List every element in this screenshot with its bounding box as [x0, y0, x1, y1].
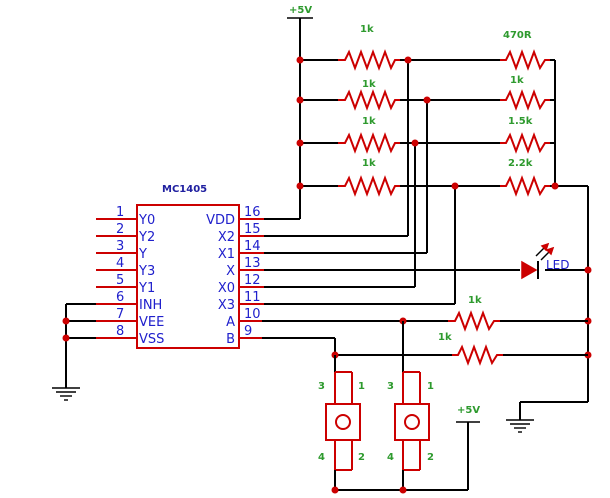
- pin-8-name: VSS: [139, 332, 164, 347]
- pin-14-number: 14: [244, 239, 261, 254]
- right-ground-icon: [506, 419, 534, 433]
- pin-9-name: B: [226, 332, 235, 347]
- right-switch-pin2: 2: [427, 452, 434, 463]
- pin-15-name: X2: [218, 230, 235, 245]
- right-switch-pin3: 3: [387, 381, 394, 392]
- resistor-r2-label: 1k: [510, 75, 524, 86]
- pin-2-number: 2: [116, 222, 124, 237]
- pin-8-number: 8: [116, 324, 124, 339]
- pulldown-resistor-b: [452, 344, 503, 366]
- pulldown-resistor-a: [448, 310, 500, 332]
- resistor-r2: [500, 89, 550, 111]
- pin-5-number: 5: [116, 273, 124, 288]
- pin-13-name: X: [226, 264, 235, 279]
- pin-13-number: 13: [244, 256, 261, 271]
- pin-11-number: 11: [244, 290, 261, 305]
- resistor-l2: [338, 89, 400, 111]
- switch-power-label: +5V: [457, 405, 480, 416]
- left-ground-icon: [52, 387, 80, 401]
- pin-16-number: 16: [244, 205, 261, 220]
- resistor-l4: [338, 175, 400, 197]
- pin-12-name: X0: [218, 281, 235, 296]
- top-power-label: +5V: [289, 5, 312, 16]
- pulldown-b-label: 1k: [438, 332, 452, 343]
- pin-3-name: Y: [138, 247, 147, 262]
- pin-16-name: VDD: [206, 213, 235, 228]
- pin-5-name: Y1: [138, 281, 155, 296]
- pin-9-number: 9: [244, 324, 252, 339]
- pin-15-number: 15: [244, 222, 261, 237]
- pin-14-name: X1: [218, 247, 235, 262]
- resistor-l2-label: 1k: [362, 79, 376, 90]
- resistor-r3: [500, 132, 550, 154]
- chip-name: MC1405: [162, 184, 207, 195]
- left-switch-pin1: 1: [358, 381, 365, 392]
- pin-7-name: VEE: [139, 315, 164, 330]
- resistor-l1: [338, 49, 400, 71]
- pin-3-number: 3: [116, 239, 124, 254]
- pin-2-name: Y2: [138, 230, 155, 245]
- pushbutton-switch-right: [394, 371, 430, 490]
- pin-12-number: 12: [244, 273, 261, 288]
- resistor-r4: [500, 175, 550, 197]
- left-switch-pin2: 2: [358, 452, 365, 463]
- resistor-r3-label: 1.5k: [508, 116, 533, 127]
- resistor-r1: [500, 49, 550, 71]
- pin-10-name: A: [226, 315, 235, 330]
- right-switch-pin1: 1: [427, 381, 434, 392]
- chip-right-pins: [239, 218, 264, 339]
- resistor-r4-label: 2.2k: [508, 158, 533, 169]
- pin-7-number: 7: [116, 307, 124, 322]
- resistor-l4-label: 1k: [362, 158, 376, 169]
- chip-left-pins: [96, 218, 137, 339]
- mc1405-chip: [136, 204, 240, 349]
- resistor-l3-label: 1k: [362, 116, 376, 127]
- pushbutton-switch-left: [325, 355, 361, 490]
- pin-4-name: Y3: [138, 264, 155, 279]
- right-switch-pin4: 4: [387, 452, 394, 463]
- resistor-r1-label: 470R: [503, 30, 532, 41]
- resistor-l1-label: 1k: [360, 24, 374, 35]
- pulldown-a-label: 1k: [468, 295, 482, 306]
- pin-1-name: Y0: [138, 213, 155, 228]
- pin-4-number: 4: [116, 256, 124, 271]
- pin-6-name: INH: [139, 298, 162, 313]
- left-switch-pin4: 4: [318, 452, 325, 463]
- pin-10-number: 10: [244, 307, 261, 322]
- pin-6-number: 6: [116, 290, 124, 305]
- led: [521, 242, 555, 280]
- resistor-l3: [338, 132, 400, 154]
- led-label: LED: [546, 258, 570, 272]
- pin-1-number: 1: [116, 205, 124, 220]
- left-switch-pin3: 3: [318, 381, 325, 392]
- pin-11-name: X3: [218, 298, 235, 313]
